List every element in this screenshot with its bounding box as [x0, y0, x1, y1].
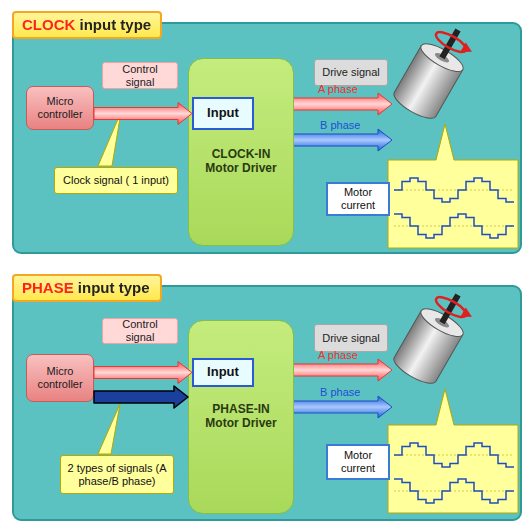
controller-box: Micro controller: [26, 354, 94, 402]
box-text: Motor current: [333, 186, 383, 211]
box-text: Motor current: [333, 449, 383, 474]
box-text: PHASE-IN Motor Driver: [204, 403, 278, 431]
box-text: Input: [207, 106, 239, 121]
signal-name: B phase: [320, 386, 360, 398]
input-box: Input: [192, 97, 254, 130]
callout-box: Clock signal ( 1 input): [54, 167, 178, 194]
panel-title: CLOCK input type: [22, 16, 151, 33]
current-label-box: Motor current: [326, 182, 390, 216]
signal-name: A phase: [318, 349, 358, 361]
driver-box: PHASE-IN Motor Driver Input: [188, 320, 294, 514]
box-text: 2 types of signals (A phase/B phase): [65, 462, 169, 487]
input-box: Input: [192, 358, 254, 387]
signal-label-box: Control signal: [102, 62, 178, 89]
callout-box: 2 types of signals (A phase/B phase): [60, 455, 174, 494]
current-label-box: Motor current: [326, 444, 390, 480]
signal-label-box: Drive signal: [314, 324, 388, 352]
box-text: Clock signal ( 1 input): [63, 174, 169, 187]
panel-title: PHASE input type: [22, 279, 150, 296]
box-text: Drive signal: [322, 66, 379, 79]
signal-label-box: Drive signal: [314, 59, 388, 86]
box-text: Drive signal: [322, 332, 379, 345]
signal-name: A phase: [318, 83, 358, 95]
box-text: Control signal: [115, 318, 165, 343]
panel: CLOCK input typeMicro controllerControl …: [12, 22, 522, 254]
signal-name: B phase: [320, 119, 360, 131]
box-text: CLOCK-IN Motor Driver: [204, 148, 278, 176]
title-tab: CLOCK input type: [12, 11, 162, 39]
box-text: Micro controller: [30, 95, 90, 120]
box-text: Micro controller: [30, 365, 90, 390]
box-text: Input: [207, 365, 239, 380]
panel: PHASE input typeMicro controllerControl …: [12, 285, 522, 521]
box-text: Control signal: [115, 63, 165, 88]
driver-box: CLOCK-IN Motor Driver Input: [188, 58, 294, 246]
signal-label-box: Control signal: [102, 318, 178, 344]
title-tab: PHASE input type: [12, 274, 162, 302]
controller-box: Micro controller: [26, 86, 94, 130]
